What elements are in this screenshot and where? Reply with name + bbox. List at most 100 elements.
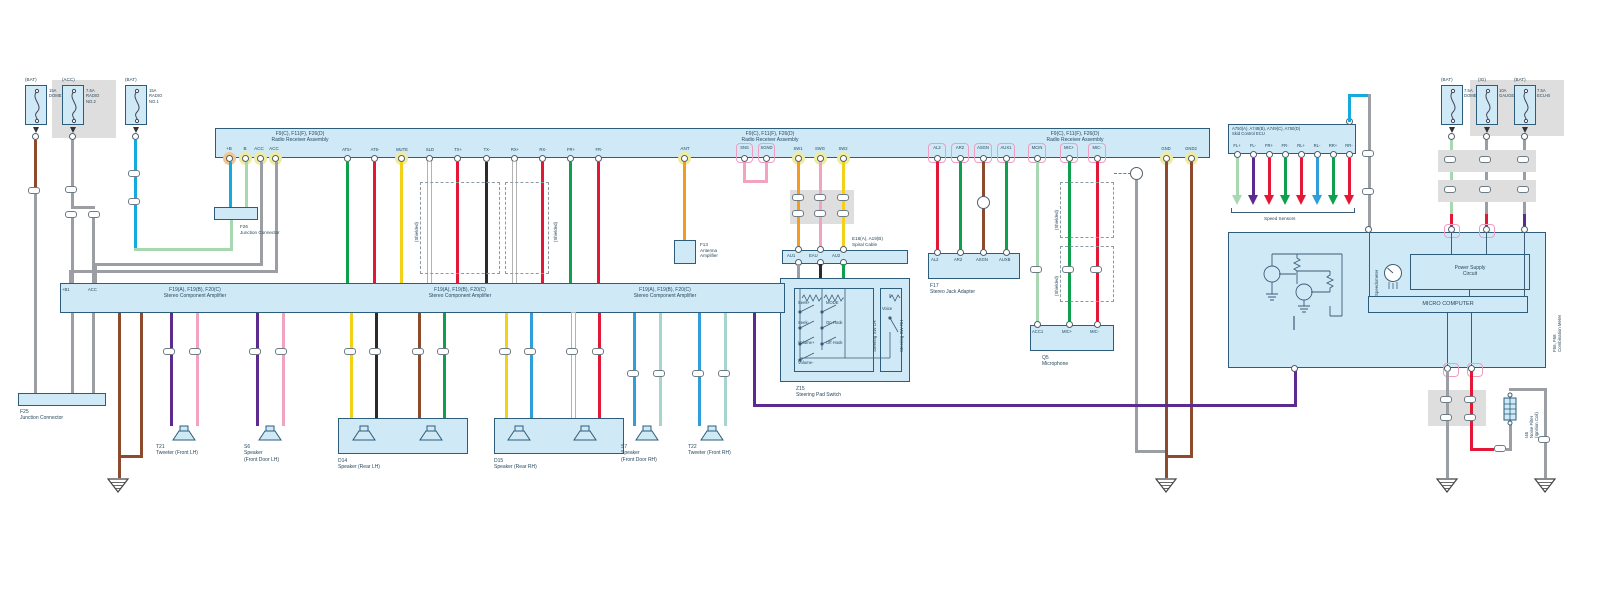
wire — [140, 313, 143, 458]
steering-side-label: Steering SW RH — [899, 319, 904, 352]
wire — [485, 162, 488, 283]
pin — [840, 246, 847, 253]
speaker-icon — [172, 425, 196, 441]
junction-connector-label: F25 Junction Connector — [20, 409, 64, 422]
wire — [1005, 162, 1008, 253]
internal-line — [1471, 313, 1472, 368]
speaker-label: S7 Speaker (Front Door RH) — [621, 444, 657, 463]
pin-label: AUX1 — [1000, 145, 1012, 150]
wire — [71, 140, 74, 186]
pin-label: RX+ — [510, 147, 520, 152]
pin — [257, 155, 264, 162]
microphone-label: Q5 Microphone — [1042, 355, 1069, 368]
pin — [1282, 151, 1289, 158]
connector — [1464, 396, 1476, 403]
shielded-label: (Shielded) — [1054, 275, 1059, 296]
steering-pad-label: Z15 Steering Pad Switch — [796, 386, 842, 399]
fuse-rating: 15A RADIO NO.1 — [149, 88, 163, 104]
arrow-down-icon — [1280, 195, 1290, 205]
wire — [797, 264, 800, 278]
wire — [1096, 162, 1099, 325]
pin — [1448, 226, 1455, 233]
pin-label: MIC- — [1090, 329, 1100, 334]
wire — [1470, 448, 1494, 451]
wire — [1485, 214, 1488, 232]
pin — [511, 155, 518, 162]
pin — [226, 155, 233, 162]
wire — [541, 162, 544, 283]
pin — [1234, 151, 1241, 158]
wire — [1544, 388, 1547, 438]
speaker-icon — [573, 425, 597, 441]
fuse-position-label: (BAT) — [1441, 77, 1453, 82]
pin — [483, 155, 490, 162]
wire — [1523, 140, 1526, 214]
switch-label: MODE — [826, 300, 839, 305]
wire — [1135, 180, 1138, 452]
pin-label: AR2 — [955, 145, 965, 150]
connector — [1362, 150, 1374, 157]
pin-label: MIC- — [1092, 145, 1102, 150]
wire — [765, 162, 768, 182]
pin — [1291, 365, 1298, 372]
pin — [1066, 155, 1073, 162]
speaker-label: D15 Speaker (Rear RH) — [494, 458, 537, 471]
wire — [1446, 371, 1449, 478]
pin — [1094, 321, 1101, 328]
speaker-label: T22 Tweeter (Front RH) — [688, 444, 731, 457]
pin-label: FL+ — [1233, 143, 1241, 148]
arrow-down-icon — [1484, 127, 1490, 133]
pin-label: RR+ — [1328, 143, 1338, 148]
wire — [1348, 94, 1370, 97]
connector — [1440, 396, 1452, 403]
skid-control-ecu-box — [1228, 124, 1356, 154]
speaker-label: D14 Speaker (Rear LH) — [338, 458, 380, 471]
speedometer-icon — [1384, 264, 1402, 289]
combination-meter-label: F56, F58 Combination Meter — [1552, 314, 1562, 352]
wire — [1368, 94, 1371, 230]
speed-sensors-label: Speed Sensors — [1264, 216, 1296, 221]
wire — [1509, 424, 1512, 450]
pin — [817, 155, 824, 162]
connector — [412, 348, 424, 355]
fuse-icon — [125, 85, 147, 125]
wire — [71, 193, 74, 209]
steering-sw-rh-box — [880, 288, 902, 372]
pin-label: AU1 — [787, 253, 796, 258]
wire — [94, 263, 263, 266]
internal-line — [1369, 233, 1370, 296]
connector — [163, 348, 175, 355]
wire — [245, 162, 248, 207]
pin-label: MIC+ — [1063, 145, 1075, 150]
pin — [1094, 155, 1101, 162]
pin-outline — [1479, 224, 1495, 238]
wire — [373, 162, 376, 283]
wire — [118, 313, 121, 478]
speaker-icon — [352, 425, 376, 441]
speaker-label: T21 Tweeter (Front LH) — [156, 444, 198, 457]
pin-label: AUXB — [999, 257, 1011, 262]
wire — [1190, 162, 1193, 458]
pin-label: SLD — [425, 147, 435, 152]
arrow-down-icon — [133, 127, 139, 133]
pin-label: ACC — [269, 146, 279, 151]
wire — [633, 313, 636, 426]
pin — [272, 155, 279, 162]
pin — [1521, 133, 1528, 140]
pin-label: RL- — [1313, 143, 1321, 148]
arrow-down-icon — [70, 127, 76, 133]
wire — [69, 270, 278, 273]
arrow-down-icon — [1449, 127, 1455, 133]
wire — [598, 313, 601, 418]
ground-icon — [1533, 478, 1557, 493]
shielded-cable-outline — [1060, 182, 1114, 238]
fuse-position-label: (BAT) — [25, 77, 37, 82]
antenna-amplifier-box — [674, 240, 696, 264]
pin — [1066, 321, 1073, 328]
connector — [1464, 414, 1476, 421]
wire — [34, 140, 37, 188]
wire — [683, 162, 686, 240]
pin-label: TX+ — [454, 147, 462, 152]
steering-side-label: Steering SW LH — [872, 320, 877, 352]
